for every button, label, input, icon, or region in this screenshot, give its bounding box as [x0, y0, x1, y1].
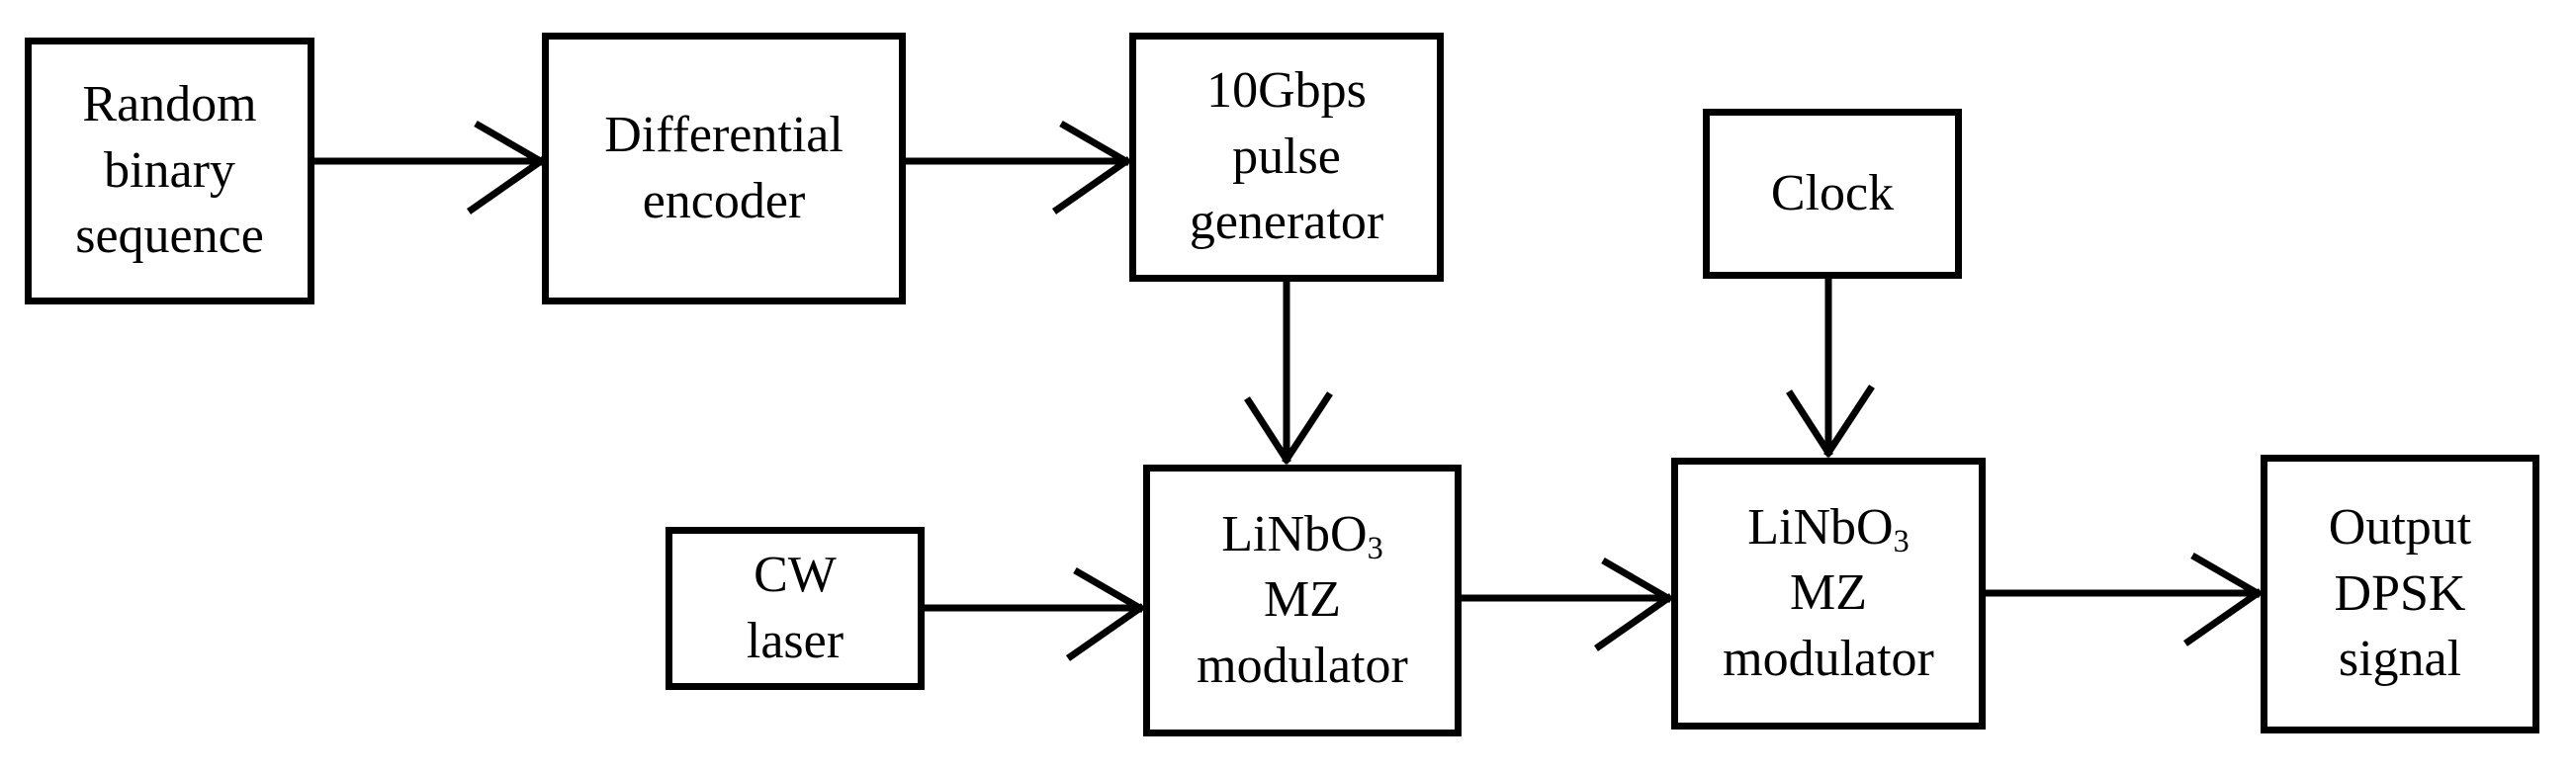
block-random-binary-sequence: Random binary sequence — [25, 38, 314, 304]
arrowhead-barb — [1051, 156, 1132, 215]
label-line: modulator — [1197, 637, 1408, 694]
label-line: Clock — [1770, 164, 1895, 221]
label-line: DPSK — [2334, 564, 2466, 622]
block-clock: Clock — [1703, 109, 1962, 279]
block-linbo3-mz-modulator-1: LiNbO3 MZ modulator — [1143, 465, 1462, 736]
label-line: signal — [2338, 631, 2462, 688]
block-linbo3-mz-modulator-2: LiNbO3 MZ modulator — [1671, 458, 1986, 730]
block-10gbps-pulse-generator-label: 10Gbps pulse generator — [1190, 58, 1383, 256]
label-line: 10Gbps — [1206, 62, 1367, 120]
arrowhead-barb — [1601, 557, 1673, 604]
block-cw-laser-label: CW laser — [747, 543, 844, 674]
block-differential-encoder-label: Differential encoder — [604, 103, 844, 234]
arrowhead-barb — [2182, 588, 2264, 646]
block-clock-label: Clock — [1771, 161, 1894, 227]
block-10gbps-pulse-generator: 10Gbps pulse generator — [1129, 33, 1444, 282]
label-line: modulator — [1723, 630, 1934, 687]
arrow-mzm1-to-mzm2 — [1462, 557, 1674, 651]
arrowhead-barb — [1823, 385, 1875, 458]
label-line: MZ — [1790, 564, 1867, 622]
arrowhead-barb — [1786, 389, 1833, 458]
chem-subscript: 3 — [1893, 522, 1910, 559]
arrowhead-barb — [1593, 593, 1674, 651]
arrowhead-barb — [474, 120, 546, 167]
arrow-cwlaser-to-mzm1 — [925, 566, 1146, 661]
label-line: laser — [746, 612, 844, 669]
arrow-rbs-to-encoder — [314, 120, 547, 215]
label-line: Random — [82, 76, 257, 133]
arrowhead-barb — [1059, 120, 1131, 167]
arrowhead-barb — [1282, 391, 1333, 465]
label-line: pulse — [1232, 128, 1341, 185]
chem-subscript: 3 — [1367, 529, 1383, 565]
arrow-mzm2-to-output — [1986, 552, 2264, 646]
label-line: Differential — [604, 106, 844, 163]
block-cw-laser: CW laser — [666, 527, 925, 690]
arrowhead-barb — [2190, 552, 2263, 599]
arrow-clock-to-mzm2 — [1786, 279, 1875, 458]
label-line: encoder — [642, 172, 806, 229]
label-line: MZ — [1264, 571, 1341, 629]
label-line: Output — [2328, 499, 2472, 557]
arrowhead-barb — [1073, 566, 1145, 614]
block-random-binary-sequence-label: Random binary sequence — [75, 72, 264, 270]
chem-base: LiNbO — [1747, 498, 1894, 556]
block-output-dpsk-signal: Output DPSK signal — [2261, 455, 2539, 733]
label-line: CW — [754, 546, 837, 603]
arrowhead-barb — [1244, 396, 1291, 465]
label-line: binary — [104, 141, 235, 199]
arrowhead-barb — [1065, 603, 1146, 661]
block-linbo3-mz-modulator-1-label: LiNbO3 MZ modulator — [1197, 502, 1408, 700]
arrowhead-barb — [466, 156, 547, 215]
chem-formula-line: LiNbO3 — [1197, 502, 1408, 568]
chem-formula-line: LiNbO3 — [1723, 495, 1934, 561]
label-line: generator — [1189, 194, 1384, 251]
arrow-encoder-to-pulsegen — [906, 120, 1132, 215]
label-line: sequence — [75, 208, 264, 265]
block-output-dpsk-signal-label: Output DPSK signal — [2329, 495, 2471, 693]
block-differential-encoder: Differential encoder — [542, 33, 906, 304]
block-linbo3-mz-modulator-2-label: LiNbO3 MZ modulator — [1723, 495, 1934, 693]
chem-base: LiNbO — [1221, 505, 1368, 562]
arrow-pulsegen-to-mzm1 — [1244, 282, 1333, 465]
